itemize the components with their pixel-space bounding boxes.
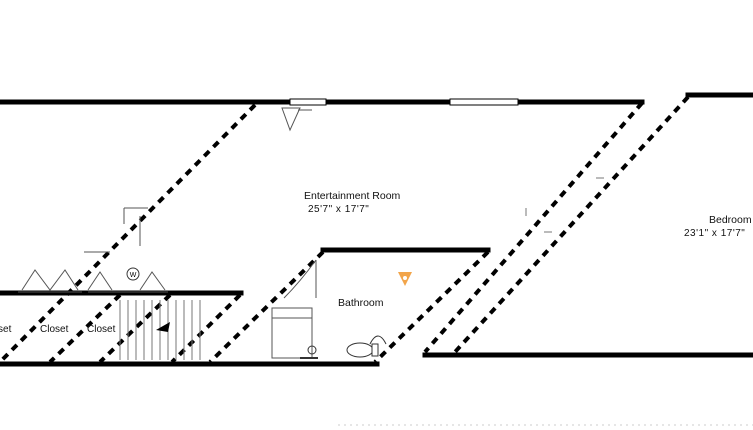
partition-closet-a <box>48 293 122 364</box>
closet-label-3: Closet <box>87 324 116 335</box>
ceiling-light-icon <box>398 272 412 286</box>
top-door-opening <box>289 98 327 106</box>
entertainment-room-name: Entertainment Room <box>304 190 401 202</box>
bathroom-fixtures <box>271 259 317 359</box>
entertainment-room-dimensions: 25'7" x 17'7" <box>308 204 370 215</box>
bedroom-dimensions: 23'1" x 17'7" <box>684 228 746 239</box>
entertainment-fixture <box>84 207 148 253</box>
toilet-icon <box>346 342 379 358</box>
partition-bedroom-left <box>423 101 644 354</box>
sink-icon <box>300 335 387 359</box>
partition-bath-right <box>373 250 490 364</box>
closet-label-2: Closet <box>40 324 69 335</box>
water-heater-icon: W <box>126 267 140 281</box>
partition-left-long <box>0 103 257 364</box>
partition-closet-c <box>170 293 242 364</box>
bathroom-name: Bathroom <box>338 297 384 309</box>
openings <box>289 98 519 106</box>
partition-bath-left <box>208 250 325 364</box>
svg-text:W: W <box>130 272 137 279</box>
dashed-partitions <box>0 95 690 364</box>
partition-bedroom-right <box>453 95 690 354</box>
top-door-swing <box>281 107 312 132</box>
top-window-opening <box>449 98 519 106</box>
partition-closet-b <box>98 293 172 364</box>
closet-doors <box>18 269 168 293</box>
bedroom-name: Bedroom <box>709 214 752 226</box>
closet-label-1: Closet <box>0 324 12 335</box>
bedroom-fixture <box>525 177 604 233</box>
stair-arrow-icon <box>156 322 170 332</box>
